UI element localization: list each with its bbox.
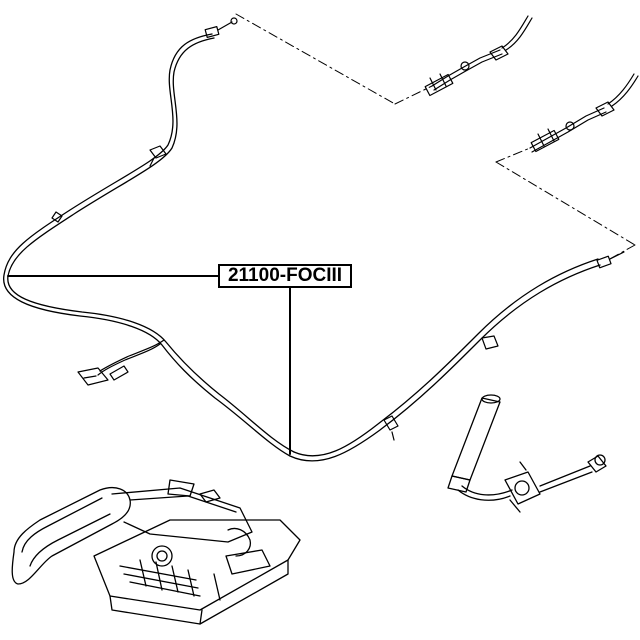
cable-clips (51, 145, 499, 441)
adjuster-rod-assembly (447, 394, 607, 513)
top-left-cable-end (204, 17, 238, 39)
right-cable-end (596, 251, 625, 269)
rear-cable-end-upper (424, 15, 533, 97)
rear-cable-end-lower (529, 73, 639, 153)
main-cable (3, 33, 601, 462)
parking-brake-lever (11, 479, 301, 625)
phantom-outline (235, 13, 636, 261)
part-number-label: 21100-FOCIII (218, 264, 352, 288)
label-leader-lines (7, 275, 291, 455)
front-cable-branch (77, 339, 165, 386)
